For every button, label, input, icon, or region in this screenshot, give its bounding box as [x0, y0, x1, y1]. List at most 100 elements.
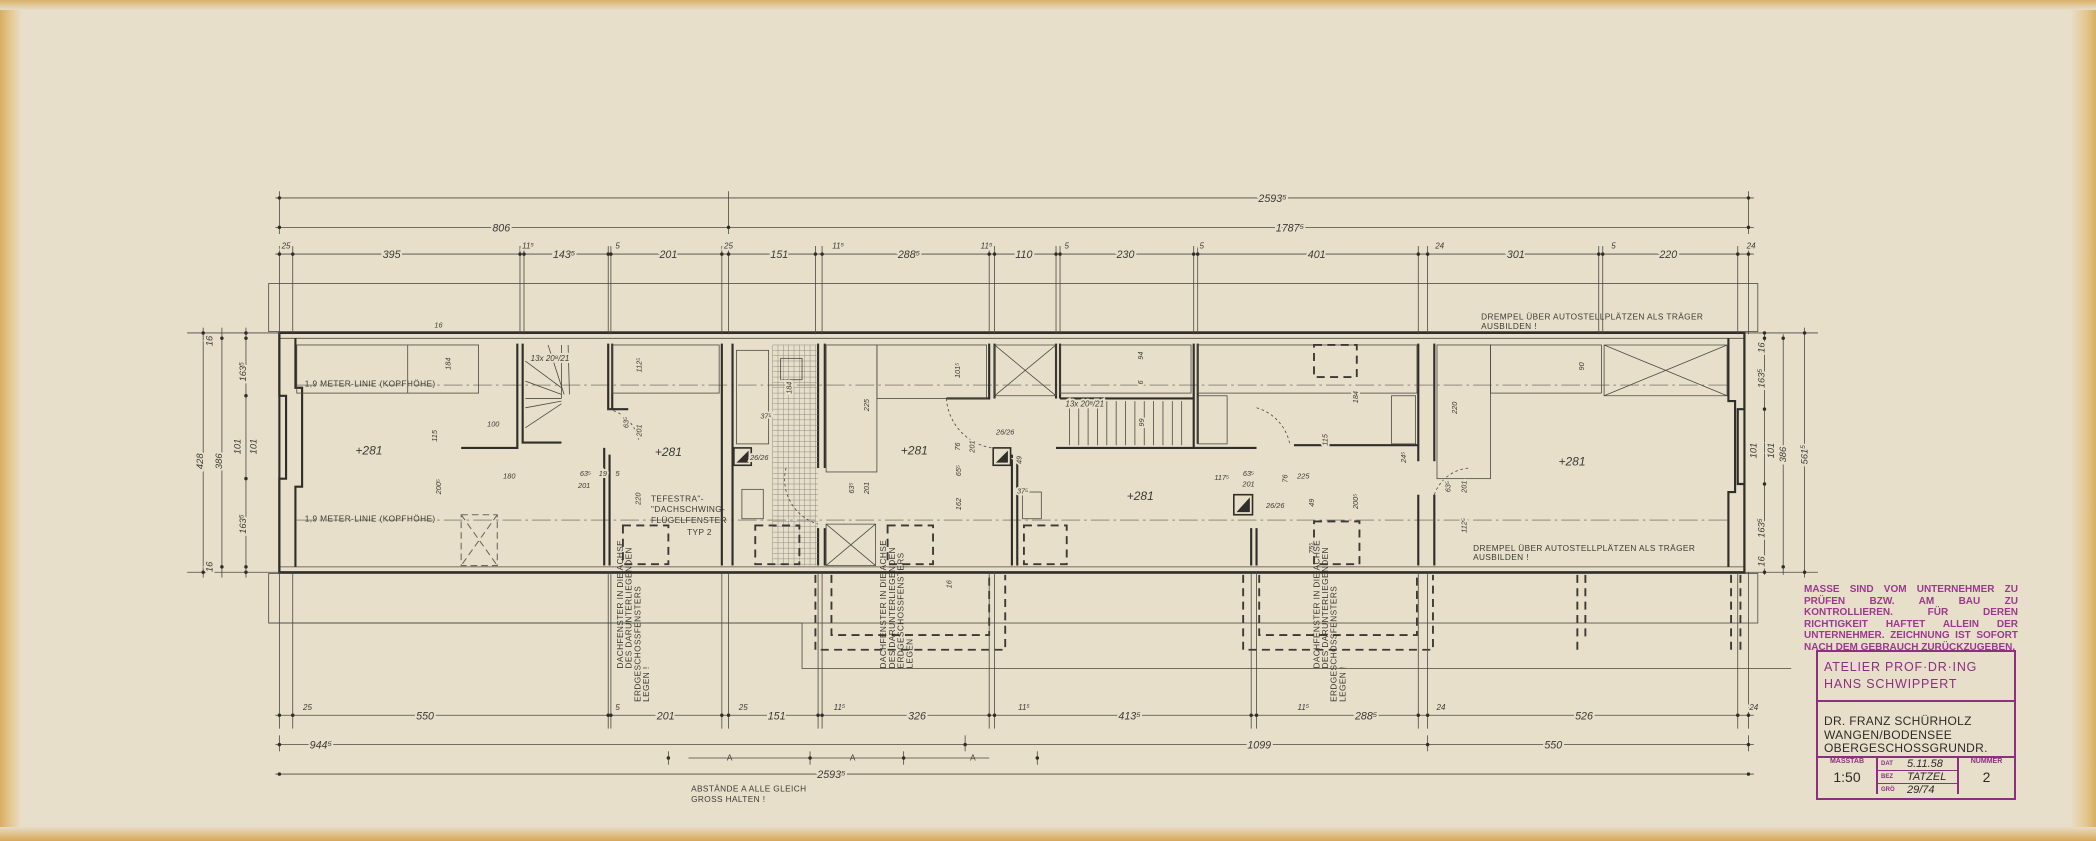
dim-interior: 225: [862, 398, 871, 412]
spacing-note: GROSS HALTEN !: [691, 795, 765, 804]
chimney-flue: [733, 447, 753, 467]
dim-interior: 19: [599, 469, 607, 478]
date-value: 5.11.58: [1907, 758, 1943, 770]
dim-interior: 180: [503, 472, 516, 481]
plan-linework: [187, 191, 1818, 776]
drempel-note: DREMPEL ÜBER AUTOSTELLPLÄTZEN ALS TRÄGER: [1473, 543, 1695, 553]
dim-right: 16: [1756, 342, 1766, 353]
stair-step-count: 13x 20⁸/21: [531, 354, 570, 363]
roof-overhang-top: [268, 283, 1759, 333]
spacing-mark-a: A: [850, 754, 856, 763]
dim-top-row: 5: [615, 242, 620, 251]
dim-top-row: 201: [658, 249, 677, 261]
dim-bottom-row: 288⁵: [1354, 710, 1378, 722]
dim-bottom-row: 326: [908, 710, 926, 722]
dim-interior: 220: [1450, 401, 1459, 415]
contractor-notice-stamp: MASSE SIND VOM UNTERNEHMER ZU PRÜFEN BZW…: [1804, 584, 2018, 653]
dim-left: 16: [205, 335, 215, 346]
dim-interior: 63⁵: [1243, 469, 1254, 478]
dim-bottom-row: 526: [1575, 710, 1593, 722]
stair-left: [525, 344, 570, 429]
dim-interior: 162: [954, 498, 963, 510]
dim-interior: 115: [1320, 433, 1329, 446]
dim-interior: 201: [1241, 480, 1254, 489]
dim-top-right: 1787⁵: [1276, 222, 1305, 234]
dim-top-row: 5: [1611, 242, 1616, 251]
dim-interior: 184: [784, 382, 793, 394]
dim-interior: 117⁵: [1214, 473, 1229, 482]
dim-bottom-row: 11⁵: [1297, 703, 1309, 712]
dim-interior: 6: [1136, 379, 1145, 384]
dim-interior: 225: [1296, 472, 1310, 481]
dim-interior: 100: [487, 420, 500, 429]
dim-right: 163⁵: [1756, 369, 1766, 389]
drempel-note: AUSBILDEN !: [1473, 553, 1529, 562]
dim-top-row: 401: [1308, 249, 1326, 261]
title-block: ATELIER PROF·DR·ING HANS SCHWIPPERT DR. …: [1816, 650, 2016, 800]
dim-interior: 5: [616, 469, 621, 478]
dim-bottom-row: 24: [1748, 703, 1758, 712]
skylight-note: LEGEN !: [642, 666, 651, 701]
skylight-note: DACHFENSTER IN DIE ACHSE: [879, 540, 888, 669]
dim-interior: 65⁵: [954, 465, 963, 476]
dim-bottom-row: 11⁵: [1018, 703, 1030, 712]
dim-interior: 201: [862, 482, 871, 495]
building-outline: [278, 331, 1746, 574]
number-value: 2: [1982, 769, 1991, 785]
dim-right: 16: [1756, 556, 1766, 567]
number-cell: NUMMER 2: [1959, 758, 2014, 794]
room-level-label: +281: [655, 445, 682, 459]
dim-top-row: 11⁵: [832, 242, 844, 251]
dim-interior: 63⁵: [847, 482, 856, 493]
dim-interior: 16: [945, 579, 954, 588]
dim-right: 101: [1748, 443, 1758, 459]
dim-overall-bottom: 2593⁵: [816, 769, 846, 781]
dim-interior: 200⁵: [434, 479, 443, 495]
dim-interior: 16: [434, 321, 443, 330]
dim-interior: 49: [1307, 499, 1316, 507]
skylight-note: ERDGESCHOSSFENSTERS: [1330, 586, 1339, 702]
dim-left: 428: [195, 453, 205, 469]
skylight-note: DES DARUNTERLIEGENDEN: [888, 547, 897, 668]
dim-interior: 115: [430, 429, 439, 442]
dim-top-row: 151: [770, 249, 788, 261]
dim-top-row: 24: [1746, 242, 1756, 251]
dim-interior: 201: [967, 440, 976, 453]
dim-right: 561⁵: [1799, 445, 1809, 465]
dim-interior: 94: [1136, 352, 1145, 360]
dim-top-row: 25: [723, 242, 733, 251]
washbasin: [741, 488, 764, 520]
dim-bottom-row: 5: [615, 703, 620, 712]
skylight-note: ERDGESCHOSSFENSTERS: [897, 552, 906, 668]
spacing-note: ABSTÄNDE A ALLE GLEICH: [691, 783, 806, 793]
client-name: DR. FRANZ SCHÜRHOLZ: [1824, 714, 1972, 728]
dim-bottom-mid: 550: [1544, 740, 1562, 752]
drawn-by-label: BEZ: [1881, 774, 1893, 780]
dim-interior: 184: [1351, 391, 1360, 403]
window-type-note: TEFESTRA"-: [651, 494, 704, 503]
drawing-title: OBERGESCHOSSGRUNDR.: [1824, 741, 1988, 755]
stair-mid: [1068, 401, 1183, 446]
dim-interior: 76: [953, 442, 962, 451]
dim-interior: 201: [577, 481, 590, 490]
skylight-note: DES DARUNTERLIEGENDEN: [1321, 547, 1330, 668]
dim-interior: 99: [1137, 418, 1146, 426]
dim-left: 101: [233, 439, 243, 455]
dim-interior: 37⁵: [1017, 486, 1028, 495]
dim-bottom-mid: 1099: [1247, 740, 1271, 752]
drempel-note: DREMPEL ÜBER AUTOSTELLPLÄTZEN ALS TRÄGER: [1481, 312, 1703, 322]
dim-bottom-row: 24: [1436, 703, 1446, 712]
dim-top-row: 110: [1015, 249, 1032, 261]
dim-overall-top: 2593⁵: [1257, 193, 1287, 205]
office-line-1: ATELIER PROF·DR·ING: [1824, 660, 1978, 674]
project-location: WANGEN/BODENSEE: [1824, 727, 1953, 742]
dim-interior: 76: [1280, 474, 1289, 483]
head-height-line-label: 1,9 METER-LINIE (KOPFHÖHE): [305, 513, 436, 523]
dim-left: 16: [205, 561, 215, 572]
dim-left: 386: [214, 453, 224, 469]
stair-step-count: 13x 20⁸/21: [1065, 399, 1104, 408]
size-value: 29/74: [1907, 784, 1935, 796]
date-label: DAT: [1881, 761, 1893, 767]
